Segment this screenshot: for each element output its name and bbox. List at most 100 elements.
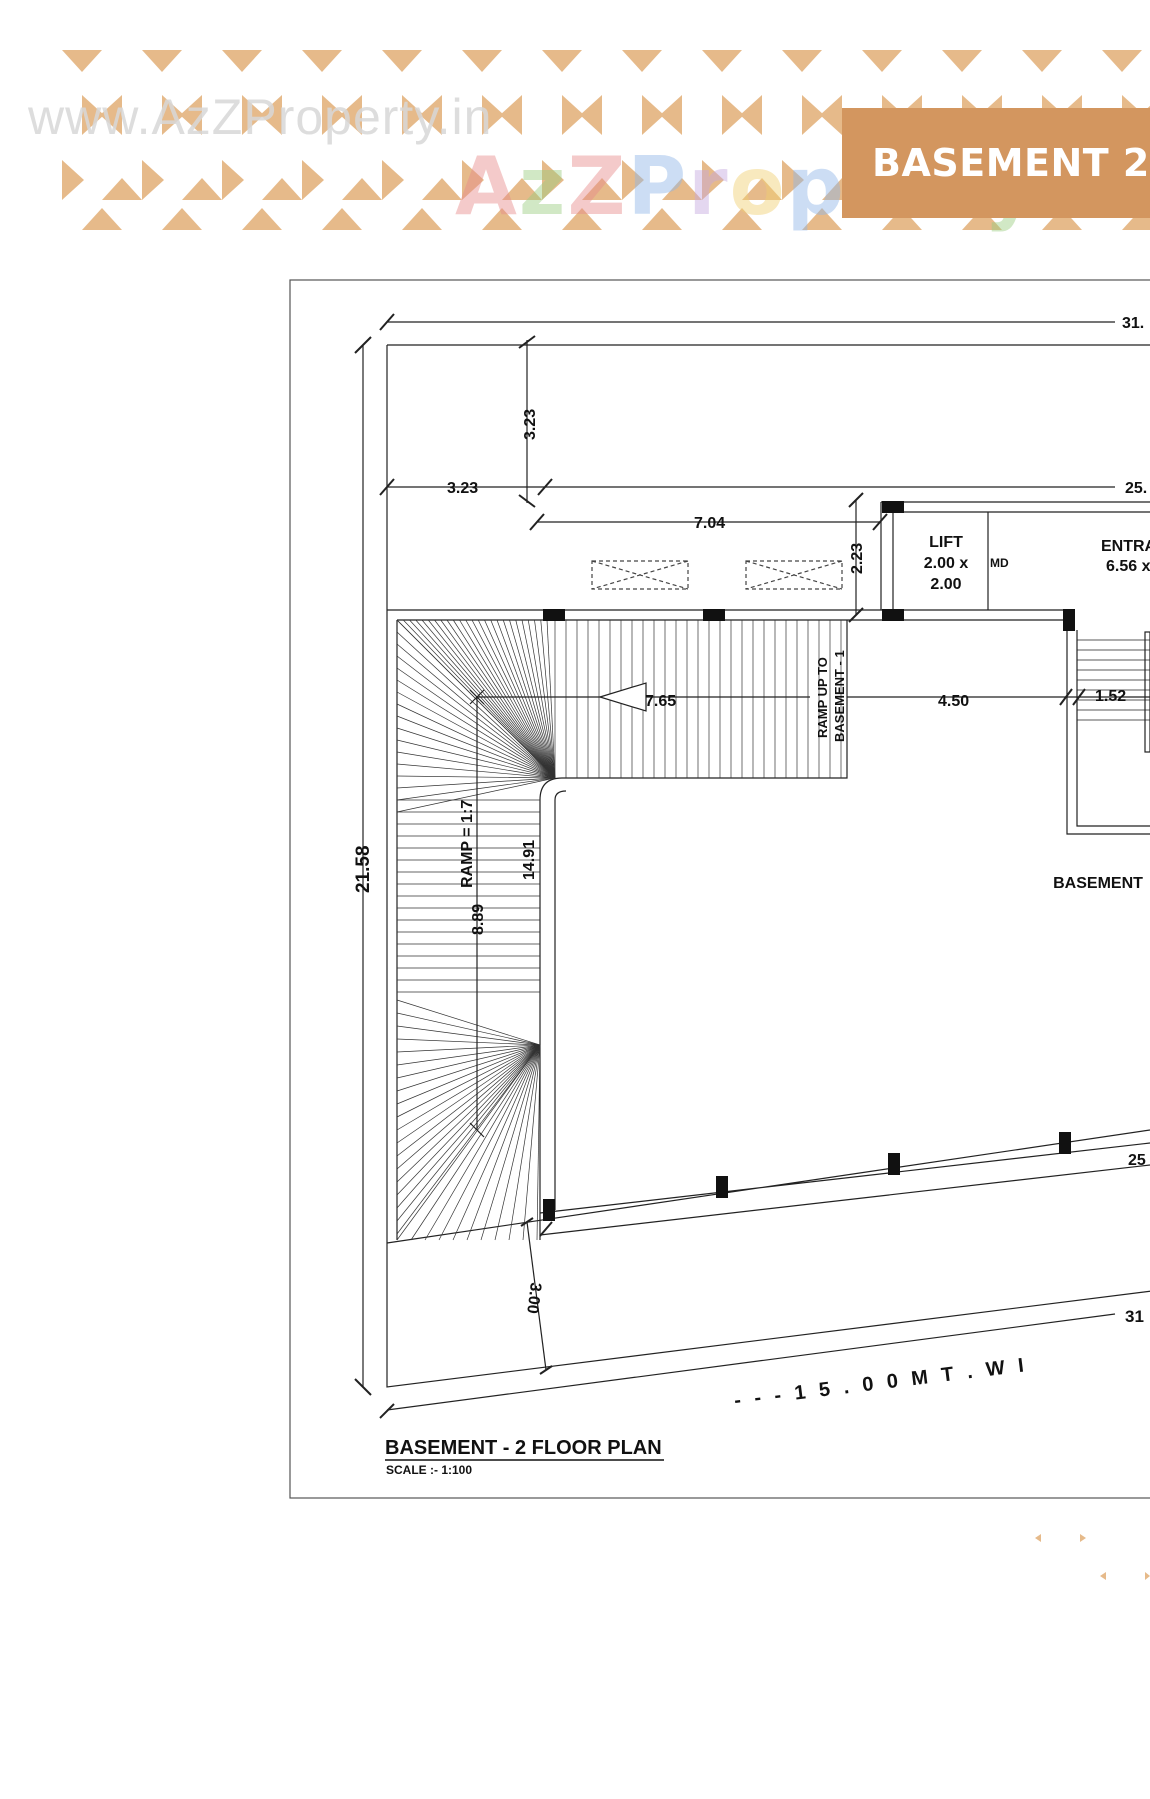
ramp-hatch-line: [396, 751, 556, 779]
ramp-up-label-line2: BASEMENT - 1: [832, 650, 847, 742]
ramp-hatch-line: [396, 1025, 541, 1046]
dim-bottom-setback: 3.00: [523, 1282, 544, 1315]
ramp-hatch-line: [459, 619, 556, 779]
ramp-hatch-line: [396, 763, 556, 779]
pattern-triangle: [642, 208, 682, 230]
ramp-hatch-line: [521, 619, 556, 779]
pattern-triangle: [162, 208, 202, 230]
ramp-hatch-line: [396, 1044, 541, 1157]
lift-shaft: [880, 501, 1150, 610]
pattern-triangle: [340, 95, 362, 135]
ramp-hatch-line: [396, 679, 556, 779]
lift-size-line2: 2.00: [930, 576, 961, 593]
pattern-triangle: [782, 50, 822, 72]
ramp-hatch-line: [536, 1044, 541, 1241]
pattern-triangle: [142, 50, 182, 72]
ramp-outline: [396, 620, 848, 1240]
ramp-hatch-line: [490, 619, 556, 779]
dim-inner-depth: 14.91: [521, 840, 538, 880]
ramp-hatch-line: [410, 1044, 541, 1241]
pattern-triangle: [500, 95, 522, 135]
ramp-hatch-line: [396, 715, 556, 779]
pattern-triangle: [402, 95, 424, 135]
ramp-hatch-line: [396, 1044, 541, 1144]
ramp-hatch-line: [546, 619, 556, 779]
pattern-triangle: [382, 50, 422, 72]
ramp-hatch-line: [522, 1044, 541, 1241]
pattern-triangle: [582, 178, 622, 200]
basement-label: BASEMENT: [1053, 875, 1143, 892]
lift-label: LIFT: [929, 534, 963, 551]
pattern-triangle: [580, 95, 602, 135]
pattern-triangle: [562, 208, 602, 230]
pattern-triangle: [542, 50, 582, 72]
ramp-hatch-line: [396, 1044, 541, 1105]
ramp-hatch-line: [396, 1044, 541, 1170]
ramp-hatch-line: [540, 619, 556, 779]
pattern-triangle: [740, 95, 762, 135]
ramp-hatch-line: [466, 1044, 541, 1241]
ramp-slope-label: RAMP = 1:7: [459, 800, 476, 888]
dim-ramp-run: 7.65: [645, 693, 676, 710]
ramp-hatch-line: [396, 1044, 541, 1079]
ramp-hatch-line: [502, 619, 556, 779]
md-label: MD: [990, 556, 1009, 570]
pattern-triangle: [62, 160, 84, 200]
pattern-triangle: [382, 160, 404, 200]
pattern-triangle: [782, 160, 804, 200]
ramp-hatch-line: [440, 619, 556, 779]
dim-lift-depth: 2.23: [849, 543, 866, 574]
dim-lift-offset: 7.04: [694, 515, 725, 532]
watermark-url: www.AzZProperty.in: [28, 89, 493, 145]
ramp-hatch-line: [421, 619, 556, 779]
pattern-triangle: [722, 95, 744, 135]
page-title: BASEMENT 2: [872, 141, 1150, 185]
ramp-hatch-line: [477, 619, 556, 779]
pattern-triangle: [322, 95, 344, 135]
dim-stair-width: 1.52: [1095, 688, 1126, 705]
ramp-hatch-line: [465, 619, 556, 779]
ramp-hatch-line: [509, 619, 556, 779]
ramp-hatch-line: [438, 1044, 541, 1241]
pattern-triangle: [100, 95, 122, 135]
plot-boundary: [386, 344, 1150, 1388]
ramp-hatch-line: [396, 1044, 541, 1131]
ramp-hatch-line: [396, 1044, 541, 1053]
pattern-triangle: [660, 95, 682, 135]
pattern-triangle: [182, 178, 222, 200]
pattern-triangle: [622, 160, 644, 200]
pattern-triangle: [462, 50, 502, 72]
entrance-label-line1: ENTRA: [1101, 538, 1150, 555]
ramp-hatch-line: [396, 777, 556, 813]
dim-overall-width: 31.: [1122, 315, 1144, 332]
pattern-triangle: [962, 208, 1002, 230]
pattern-triangle: [162, 95, 184, 135]
dim-passage: 4.50: [938, 693, 969, 710]
structural-columns: [543, 501, 1075, 1221]
dim-ramp-run-down: 8.89: [470, 904, 487, 935]
ramp-hatch-line: [427, 619, 556, 779]
ramp-hatch-line: [396, 1044, 541, 1222]
ramp-hatch-line: [452, 619, 556, 779]
pattern-triangle: [562, 95, 584, 135]
ramp-hatch-line: [396, 1012, 541, 1046]
dim-inner-width: 25.: [1125, 480, 1147, 497]
ramp-hatch-line: [496, 619, 556, 779]
pattern-triangle: [462, 160, 484, 200]
pattern-triangle: [420, 95, 442, 135]
ramp-hatch-line: [396, 655, 556, 779]
page-title-banner: BASEMENT 2: [842, 108, 1150, 218]
plan-scale: SCALE :- 1:100: [386, 1463, 472, 1477]
ramp-hatch-line: [396, 619, 556, 779]
lift-size-line1: 2.00 x: [924, 555, 969, 572]
decorative-dots: [1035, 1534, 1150, 1580]
pattern-triangle: [862, 50, 902, 72]
ramp-hatch-line: [452, 1044, 541, 1241]
sheet-frame: [289, 279, 1150, 1499]
pattern-triangle: [802, 95, 824, 135]
ramp-hatch-line: [396, 1044, 541, 1209]
entrance-label-line2: 6.56 x: [1106, 558, 1150, 575]
pattern-triangle: [322, 208, 362, 230]
ramp-hatch-line: [396, 777, 556, 789]
road-label: - - - 1 5 . 0 0 M T . W I: [733, 1354, 1029, 1412]
